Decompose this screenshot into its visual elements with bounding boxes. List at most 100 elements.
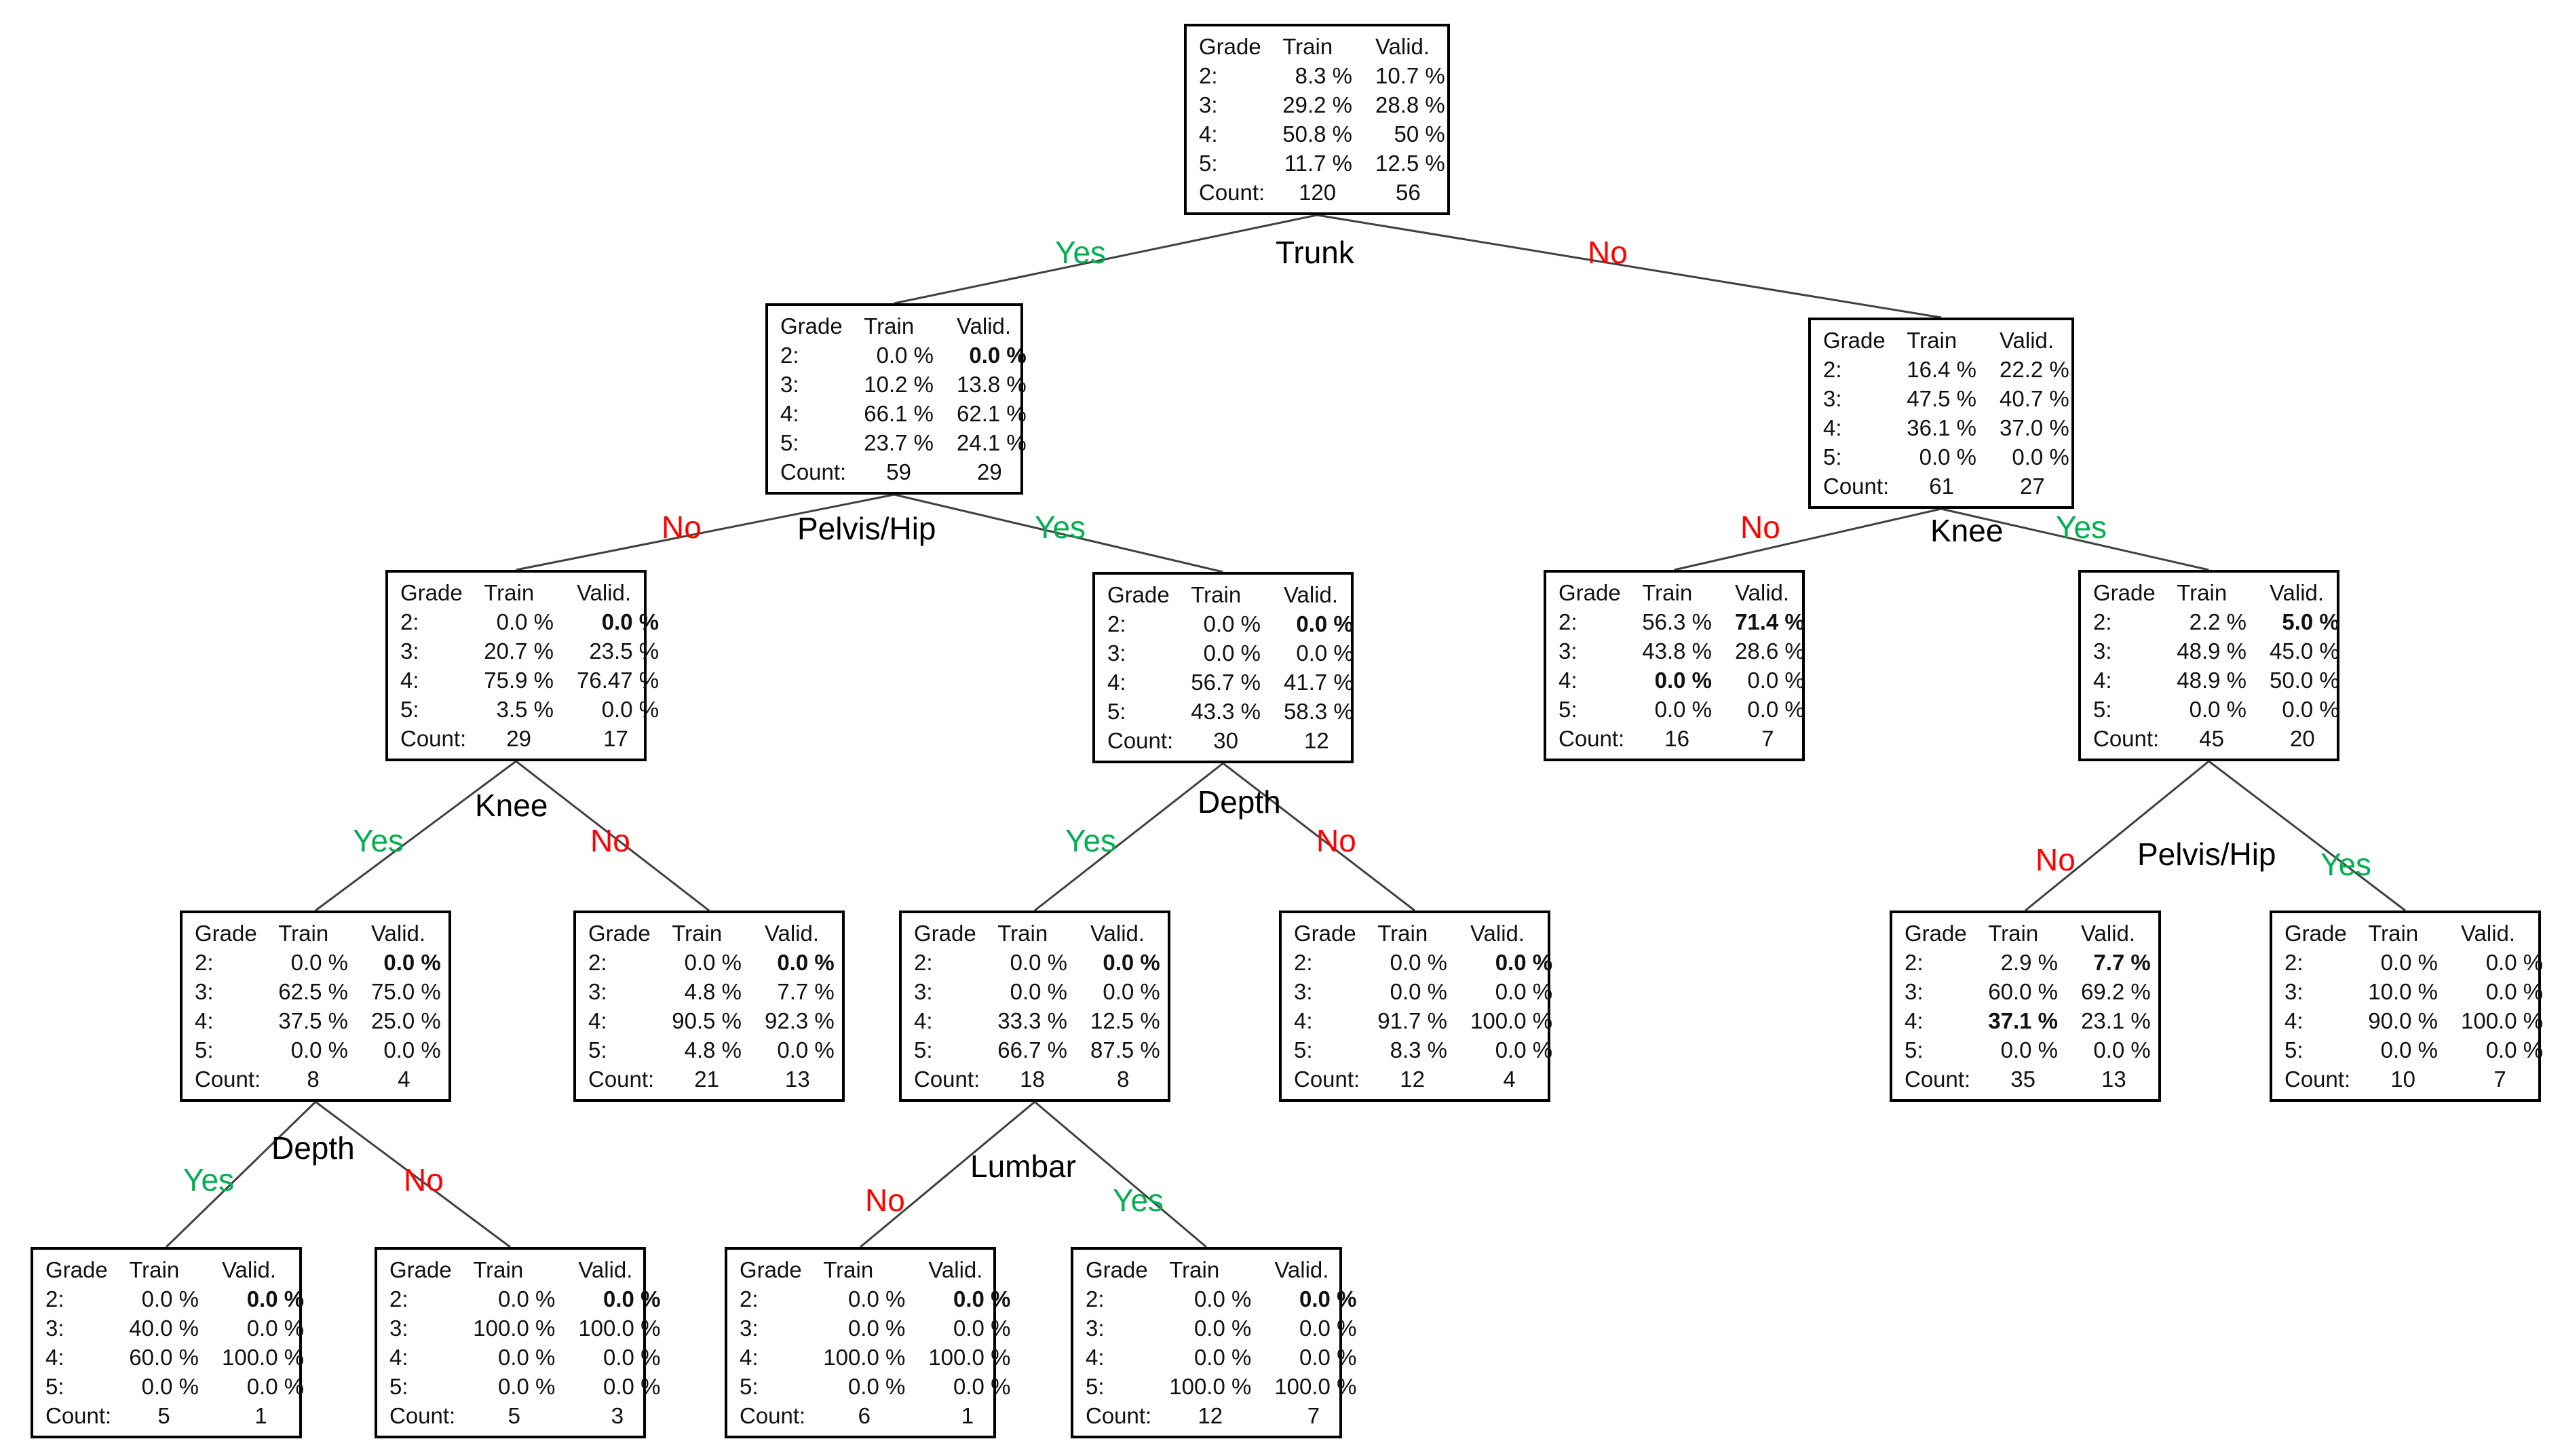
edge-label-yes: Yes [1035,510,1086,545]
count-valid: 7 [1307,1403,1320,1428]
valid-value: 0.0 % [2485,1037,2544,1062]
grade-row: 3:20.7 %23.5 % [400,636,662,666]
grade-row: 2:0.0 %0.0 % [1086,1284,1359,1314]
split-label: Pelvis/Hip [2137,837,2276,872]
grade-row: 4:33.3 %12.5 % [914,1006,1163,1035]
grade-label: 5: [1559,697,1578,722]
count-valid: 4 [1503,1067,1516,1092]
valid-value: 100.0 % [1470,1008,1553,1033]
count-train: 45 [2199,726,2224,751]
count-train: 59 [886,459,911,484]
edge-label-no: No [662,510,702,545]
count-train: 29 [506,726,531,751]
column-header: Grade [1199,34,1261,59]
train-value: 11.7 % [1284,151,1352,176]
grade-row: 4:36.1 %37.0 % [1823,413,2072,442]
valid-value: 0.0 % [2485,979,2544,1004]
train-value: 16.4 % [1907,357,1976,382]
valid-value: 0.0 % [953,1316,1011,1341]
column-header: Train [1642,580,1693,605]
grade-row: 3:40.0 %0.0 % [45,1314,307,1343]
count-label: Count: [588,1067,655,1092]
valid-value: 0.0 % [1747,668,1805,693]
grade-label: 3: [400,638,419,664]
grade-row: 3:60.0 %69.2 % [1905,977,2154,1006]
column-header: Grade [1559,580,1621,605]
valid-value: 75.0 % [370,979,441,1004]
valid-value: 0.0 % [1296,640,1354,666]
train-value: 100.0 % [1169,1374,1252,1399]
count-train: 120 [1299,180,1337,205]
grade-row: 3:10.2 %13.8 % [780,370,1029,399]
train-value: 0.0 % [847,1286,906,1311]
grade-label: 2: [780,343,799,368]
count-valid: 29 [977,459,1002,484]
grade-label: 3: [1294,979,1313,1004]
grade-label: 4: [740,1345,759,1370]
grade-row: 5:0.0 %0.0 % [1823,442,2072,472]
grade-label: 4: [2284,1008,2303,1033]
column-header: Valid. [1375,34,1430,59]
valid-value: 50.0 % [2269,668,2339,693]
valid-value: 13.8 % [956,372,1027,397]
column-header: Grade [2284,921,2347,946]
valid-value: 0.0 % [2282,697,2339,722]
train-value: 66.7 % [997,1037,1067,1062]
train-value: 0.0 % [1193,1316,1252,1341]
valid-value: 0.0 % [2012,444,2069,470]
train-value: 0.0 % [1654,697,1712,722]
count-valid: 17 [603,726,628,751]
grade-label: 4: [400,668,419,693]
grade-row: 4:0.0 %0.0 % [1086,1343,1359,1372]
edge-label-yes: Yes [353,823,404,858]
count-train: 35 [2010,1067,2035,1092]
valid-value: 0.0 % [603,1286,661,1311]
count-label: Count: [1107,728,1174,753]
edge-label-no: No [1588,235,1628,270]
grade-row: 5:3.5 %0.0 % [400,695,662,724]
column-header: Train [1988,921,2039,946]
train-value: 0.0 % [290,1037,348,1062]
grade-row: 2:0.0 %0.0 % [588,948,837,977]
valid-value: 37.0 % [1999,415,2069,440]
grade-label: 5: [1905,1037,1924,1062]
valid-value: 7.7 % [2093,950,2151,975]
count-valid: 27 [2020,474,2045,499]
count-valid: 3 [611,1403,624,1428]
valid-value: 0.0 % [777,950,835,975]
grade-row: 2:16.4 %22.2 % [1823,355,2072,384]
grade-row: 3:0.0 %0.0 % [1107,638,1356,668]
grade-row: 3:47.5 %40.7 % [1823,384,2072,413]
column-header: Valid. [1470,921,1525,946]
valid-value: 0.0 % [1495,1037,1553,1062]
grade-row: 4:37.5 %25.0 % [195,1006,444,1035]
column-header: Grade [1086,1257,1148,1282]
valid-value: 92.3 % [764,1008,835,1033]
column-header: Train [672,921,723,946]
grade-row: 2:0.0 %0.0 % [1294,948,1555,977]
valid-value: 100.0 % [2460,1008,2544,1033]
train-value: 0.0 % [1010,979,1067,1004]
grade-row: 5:8.3 %0.0 % [1294,1035,1555,1065]
train-value: 0.0 % [1193,1286,1252,1311]
count-train: 12 [1400,1067,1425,1092]
column-header: Train [484,580,535,605]
train-value: 2.2 % [2189,609,2246,634]
count-valid: 13 [2101,1067,2126,1092]
valid-value: 100.0 % [1274,1374,1357,1399]
column-header: Train [823,1257,874,1282]
valid-value: 0.0 % [383,950,441,975]
valid-value: 25.0 % [370,1008,441,1033]
count-label: Count: [740,1403,806,1428]
